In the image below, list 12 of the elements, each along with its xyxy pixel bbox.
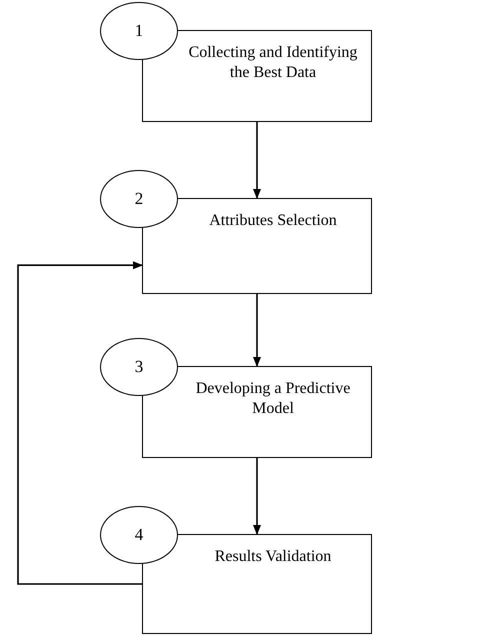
process-box: Attributes Selection [142,198,372,294]
step-number-circle: 3 [100,338,178,396]
step-number-circle: 1 [100,2,178,60]
arrow [253,294,261,367]
process-box: Developing a Predictive Model [142,366,372,458]
arrow [17,261,143,585]
process-box: Results Validation [142,534,372,634]
arrow [253,458,261,535]
process-box: Collecting and Identifying the Best Data [142,30,372,122]
arrow [253,122,261,199]
step-number-circle: 4 [100,506,178,564]
step-number-circle: 2 [100,170,178,228]
